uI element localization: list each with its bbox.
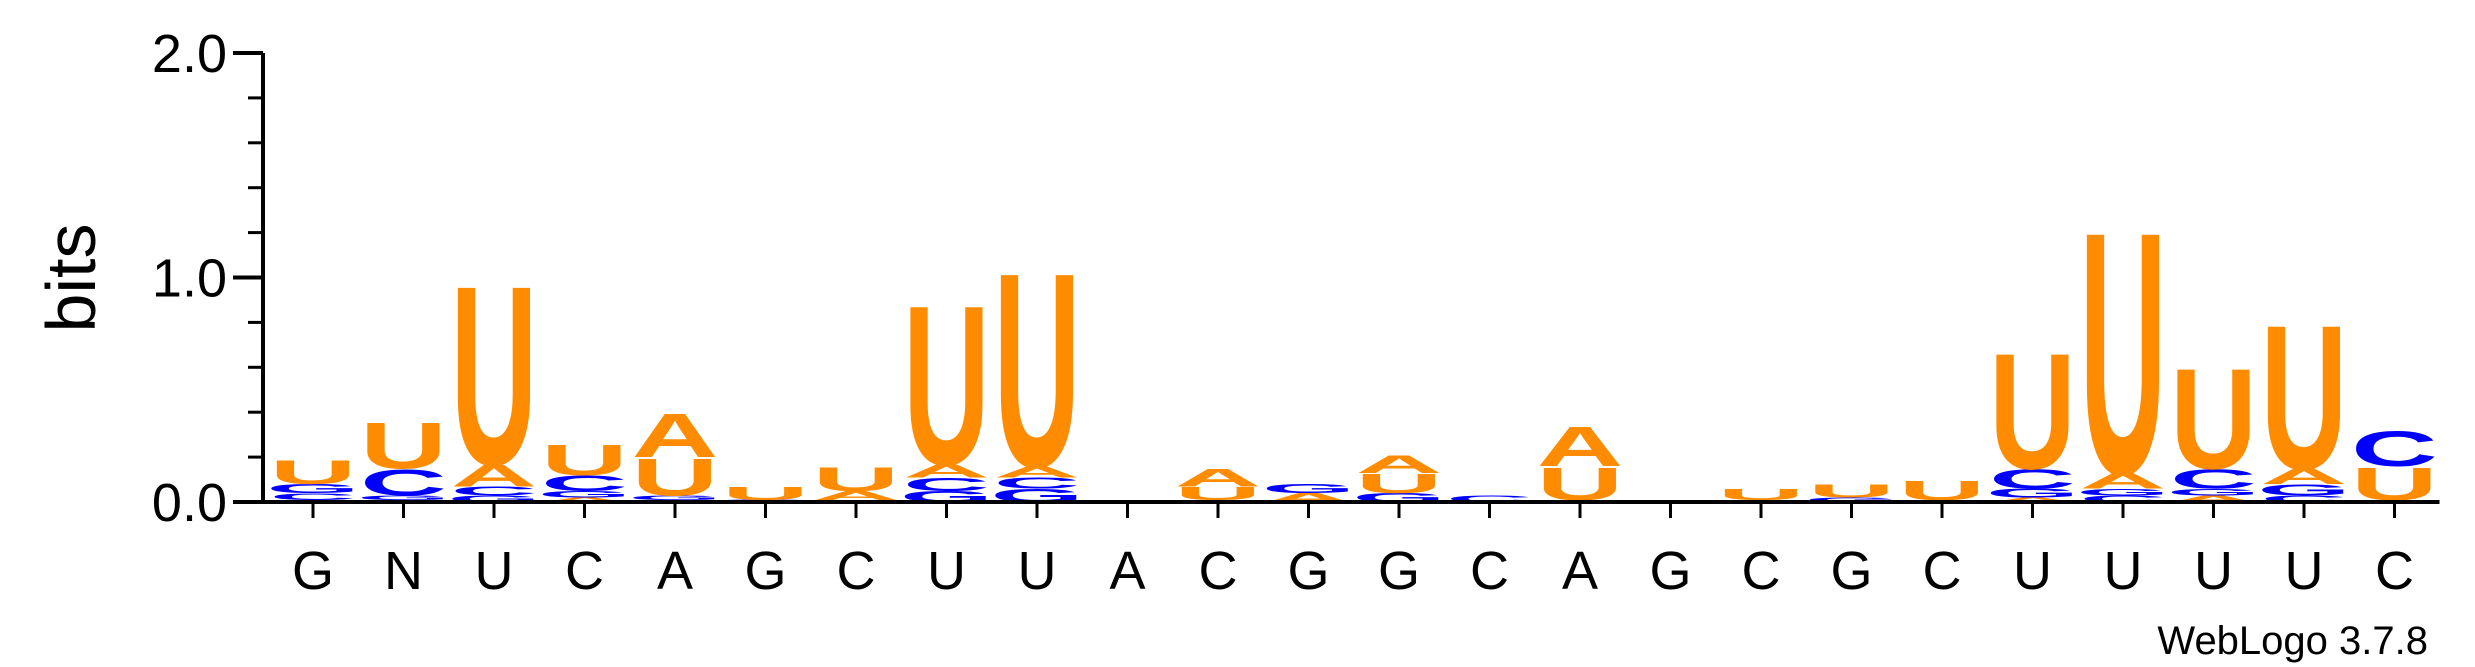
weblogo-credit: WebLogo 3.7.8: [2157, 619, 2428, 663]
logo-letter: G: [447, 494, 540, 504]
logo-letter: A: [813, 489, 900, 503]
x-tick-label: G: [744, 541, 786, 601]
x-tick-label: U: [2013, 541, 2052, 601]
logo-letter: C: [903, 474, 990, 495]
logo-letter: G: [538, 489, 631, 499]
logo-letter: C: [2261, 494, 2348, 504]
logo-letter: U: [541, 436, 628, 485]
logo-letter: U: [270, 453, 357, 491]
logo-letter: U: [994, 216, 1081, 526]
logo-letter: U: [360, 409, 447, 482]
logo-letter: A: [1989, 496, 2076, 503]
x-tick-label: U: [927, 541, 966, 601]
logo-letter: U: [1989, 318, 2076, 503]
x-tick-label: C: [1470, 541, 1509, 601]
x-tick-label: C: [2375, 541, 2414, 601]
logo-letter: A: [451, 458, 538, 493]
logo-letter: U: [903, 257, 990, 512]
logo-letter: U: [2170, 339, 2257, 500]
logo-letter: A: [1356, 451, 1443, 479]
logo-letter: G: [2257, 481, 2350, 498]
logo-letter: C: [360, 462, 447, 504]
logo-letter: A: [2080, 469, 2167, 493]
logo-letter: U: [2261, 283, 2348, 513]
logo-letter: G: [1986, 486, 2079, 500]
y-tick-label: 2.0: [152, 24, 227, 84]
x-tick-label: G: [292, 541, 334, 601]
logo-letter: G: [357, 494, 450, 501]
logo-letter: G: [1805, 496, 1898, 503]
logo-letters: ACGUAGCUGCAUAGCUCGUAAGUGAUGCAUGCAUGUAAGG…: [266, 160, 2441, 546]
x-tick-label: U: [2104, 541, 2143, 601]
x-tick-label: G: [1287, 541, 1329, 601]
y-tick-label: 1.0: [152, 249, 227, 309]
x-tick-label: G: [1649, 541, 1691, 601]
x-tick-label: N: [384, 541, 423, 601]
logo-letter: G: [266, 482, 359, 496]
logo-letter: U: [451, 233, 538, 518]
logo-letter: U: [1356, 468, 1443, 499]
logo-letter: U: [1808, 481, 1895, 502]
logo-letter: C: [2080, 494, 2167, 504]
logo-letter: C: [541, 471, 628, 495]
logo-letter: U: [1718, 486, 1805, 503]
logo-letter: G: [2076, 487, 2169, 497]
logo-letter: C: [2170, 463, 2257, 494]
logo-letter: G: [1262, 482, 1355, 496]
logo-letter: A: [994, 463, 1081, 480]
y-axis-label: bits: [32, 224, 110, 333]
x-tick-label: C: [1742, 541, 1781, 601]
logo-letter: A: [1175, 464, 1262, 492]
logo-letter: C: [451, 484, 538, 498]
logo-letter: C: [1989, 463, 2076, 494]
logo-letter: G: [628, 494, 721, 501]
x-tick-label: U: [2194, 541, 2233, 601]
logo-letter: A: [2261, 465, 2348, 489]
x-tick-label: A: [1562, 541, 1598, 601]
x-tick-label: C: [837, 541, 876, 601]
x-tick-label: C: [565, 541, 604, 601]
logo-letter: C: [2351, 422, 2438, 477]
logo-letter: U: [632, 447, 719, 506]
y-axis: 0.0 1.0 2.0: [152, 24, 265, 533]
logo-letter: C: [994, 475, 1081, 492]
x-tick-label: C: [1923, 541, 1962, 601]
x-tick-label: A: [657, 541, 693, 601]
x-tick-label: U: [2285, 541, 2324, 601]
logo-letter: A: [541, 496, 628, 503]
logo-letter: G: [2167, 487, 2260, 497]
logo-letter: U: [722, 483, 809, 504]
logo-letter: A: [1537, 415, 1624, 478]
x-tick-label: U: [1018, 541, 1057, 601]
x-tick-label: G: [1830, 541, 1872, 601]
x-tick-label: A: [1109, 541, 1145, 601]
y-tick-label: 0.0: [152, 473, 227, 533]
logo-letter: C: [1446, 494, 1533, 504]
logo-letter: A: [903, 461, 990, 482]
x-tick-label: G: [1378, 541, 1420, 601]
logo-letter: C: [270, 491, 357, 501]
x-tick-label: C: [1199, 541, 1238, 601]
logo-letter: U: [1175, 483, 1262, 504]
logo-letter: A: [2170, 494, 2257, 504]
logo-letter: U: [2080, 160, 2167, 546]
logo-letter: U: [813, 460, 900, 498]
x-tick-label: U: [475, 541, 514, 601]
logo-letter: A: [632, 401, 719, 471]
